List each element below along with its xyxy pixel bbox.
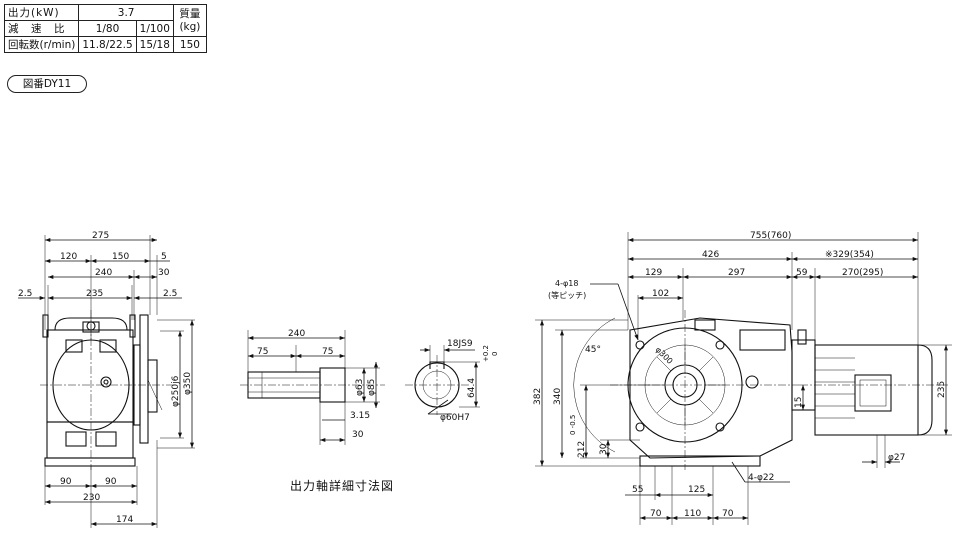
keyway-detail-view: 18JS9 64.4 +0.2 0 φ60H7 <box>405 339 499 423</box>
shaft-dim-240: 240 <box>288 329 305 339</box>
dim-30: 30 <box>158 268 170 278</box>
dim-174: 174 <box>116 515 133 525</box>
weight-value: 150 <box>172 36 207 53</box>
dim-2-5-left: 2.5 <box>18 289 32 299</box>
side-dim-426: 426 <box>702 250 719 260</box>
dim-235: 235 <box>86 289 103 299</box>
shaft-dim-75-right: 75 <box>322 347 333 357</box>
shaft-dim-phi85: φ85 <box>367 379 377 396</box>
dim-phi350: φ350 <box>183 372 193 395</box>
dim-90-right: 90 <box>105 477 117 487</box>
shaft-detail-view: 240 75 75 φ63 φ85 3.15 30 <box>240 329 385 445</box>
holes-bottom-label: 4-φ22 <box>748 473 774 483</box>
shaft-dim-30: 30 <box>352 430 364 440</box>
side-dim-phi300: φ300 <box>654 345 675 366</box>
side-dim-phi27: φ27 <box>888 453 905 463</box>
side-dim-55: 55 <box>632 485 643 495</box>
holes-top-note: (等ピッチ) <box>548 290 586 300</box>
keyway-dim-18js9: 18JS9 <box>447 339 473 349</box>
side-dim-212-tol: 0 -0.5 <box>569 415 577 435</box>
shaft-dim-phi63: φ63 <box>355 379 365 396</box>
shaft-dim-75-left: 75 <box>257 347 268 357</box>
side-dim-70-right: 70 <box>722 509 734 519</box>
dim-2-5-right: 2.5 <box>163 289 177 299</box>
side-dim-212: 212 <box>577 441 587 458</box>
dim-230: 230 <box>83 493 100 503</box>
side-dim-235: 235 <box>937 381 947 398</box>
dim-90-left: 90 <box>60 477 72 487</box>
side-dim-125: 125 <box>688 485 705 495</box>
front-view: 275 120 150 5 240 30 2.5 235 2.5 <box>18 231 195 528</box>
speed-2: 15/18 <box>135 36 174 53</box>
side-dim-270: 270(295) <box>842 268 883 278</box>
dim-120: 120 <box>60 252 77 262</box>
keyway-dim-phi60h7: φ60H7 <box>440 413 470 423</box>
dim-5: 5 <box>161 252 167 262</box>
keyway-dim-64-4: 64.4 <box>467 378 477 398</box>
speed-label: 回転数(r/min) <box>3 36 80 53</box>
dim-275: 275 <box>92 231 109 241</box>
keyway-tol-upper: +0.2 <box>482 345 490 362</box>
ratio-1: 1/80 <box>78 20 137 37</box>
side-dim-329: ※329(354) <box>825 250 874 260</box>
side-dim-102: 102 <box>652 289 669 299</box>
side-dim-340: 340 <box>553 388 563 405</box>
spec-table: 出力(kW) 3.7 質量(kg) 減 速 比 1/80 1/100 回転数(r… <box>3 4 207 53</box>
diagram-caption: 出力軸詳細寸法図 <box>290 479 395 493</box>
side-dim-70-left: 70 <box>650 509 662 519</box>
dim-150: 150 <box>112 252 129 262</box>
side-dim-297: 297 <box>728 268 745 278</box>
dim-240: 240 <box>95 268 112 278</box>
figure-number-badge: 図番DY11 <box>7 75 87 93</box>
shaft-dim-3-15: 3.15 <box>350 411 370 421</box>
side-dim-30: 30 <box>599 443 609 455</box>
dim-phi250: φ250j6 <box>171 375 181 407</box>
side-dim-15: 15 <box>794 397 804 408</box>
side-dim-110: 110 <box>684 509 701 519</box>
side-dim-59: 59 <box>796 268 808 278</box>
ratio-2: 1/100 <box>135 20 174 37</box>
side-dim-45: 45° <box>585 345 601 355</box>
side-dim-755: 755(760) <box>750 231 791 241</box>
keyway-tol-lower: 0 <box>491 352 499 356</box>
holes-top-label: 4-φ18 <box>555 279 578 288</box>
side-view: 755(760) 426 ※329(354) 129 297 59 270(29… <box>533 231 952 525</box>
side-dim-382: 382 <box>533 388 543 405</box>
speed-1: 11.8/22.5 <box>78 36 137 53</box>
side-dim-129: 129 <box>645 268 662 278</box>
